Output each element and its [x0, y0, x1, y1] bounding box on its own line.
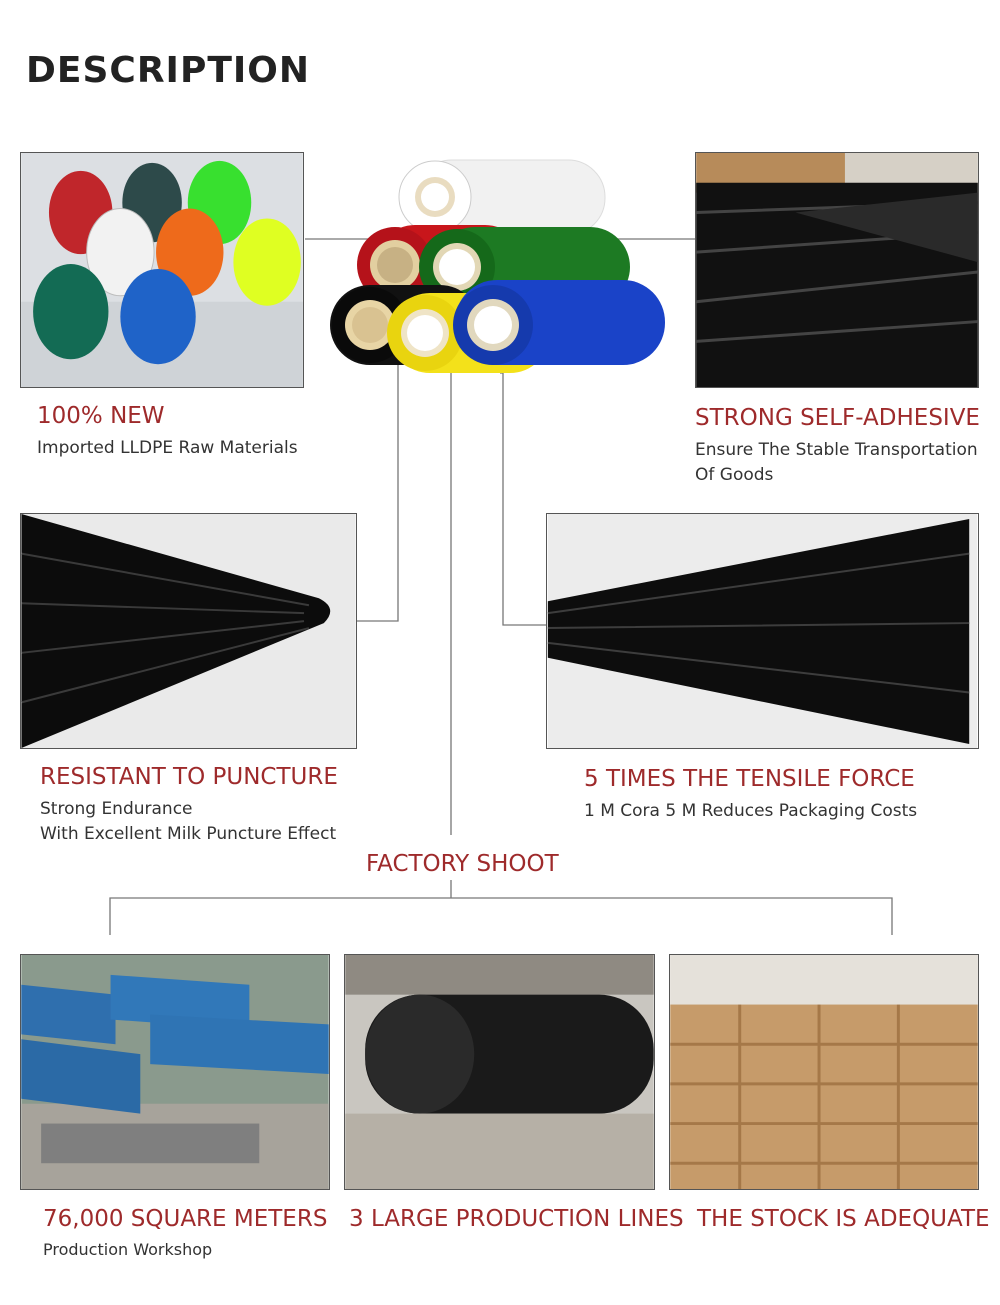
tensile-desc: 1 M Cora 5 M Reduces Packaging Costs: [584, 801, 918, 821]
raw-materials-photo: [20, 152, 304, 388]
factory-item-3-heading: THE STOCK IS ADEQUATE: [697, 1206, 990, 1232]
factory-item-1-heading: 76,000 SQUARE METERS: [43, 1206, 328, 1232]
adhesive-heading: STRONG SELF-ADHESIVE: [695, 405, 980, 431]
puncture-desc-line1: Strong Endurance: [40, 799, 193, 819]
factory-heading: FACTORY SHOOT: [366, 851, 559, 877]
puncture-desc-line2: With Excellent Milk Puncture Effect: [40, 824, 337, 844]
adhesive-desc-line2: Of Goods: [695, 465, 774, 485]
raw-desc: Imported LLDPE Raw Materials: [37, 438, 298, 458]
puncture-heading: RESISTANT TO PUNCTURE: [40, 764, 338, 790]
tensile-heading: 5 TIMES THE TENSILE FORCE: [584, 766, 915, 792]
raw-heading: 100% NEW: [37, 403, 165, 429]
puncture-photo: [20, 513, 357, 749]
self-adhesive-photo: [695, 152, 979, 388]
adhesive-desc-line1: Ensure The Stable Transportation: [695, 440, 978, 460]
warehouse-stock-photo: [669, 954, 979, 1190]
production-line-photo: [344, 954, 655, 1190]
factory-item-2-heading: 3 LARGE PRODUCTION LINES: [349, 1206, 684, 1232]
tensile-photo: [546, 513, 979, 749]
page-title: DESCRIPTION: [26, 50, 311, 91]
factory-aerial-photo: [20, 954, 330, 1190]
film-rolls-photo: [325, 155, 670, 395]
factory-item-1-desc: Production Workshop: [43, 1240, 213, 1259]
